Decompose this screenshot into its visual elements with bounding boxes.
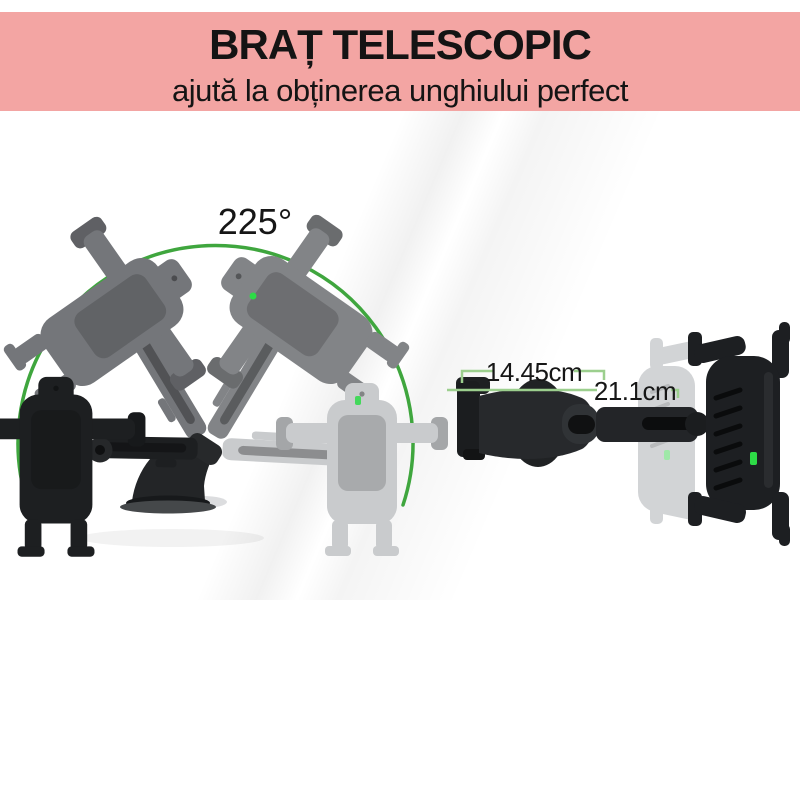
banner: BRAȚ TELESCOPIC ajută la obținerea unghi…	[0, 12, 800, 111]
clamp-base-top-view	[456, 377, 599, 467]
banner-subtitle: ajută la obținerea unghiului perfect	[172, 73, 628, 108]
cradle-black-top-view	[688, 322, 790, 546]
dimension-lines	[447, 369, 680, 398]
rotation-angle-label: 225°	[217, 201, 293, 242]
led-indicator	[249, 292, 257, 300]
rotation-arc-icon	[16, 243, 415, 507]
mount-position-ghost-right	[222, 383, 448, 556]
banner-title: BRAȚ TELESCOPIC	[209, 21, 592, 68]
led-indicator	[664, 450, 670, 460]
arm-length-label: 14.45cm	[485, 357, 583, 387]
rotation-figure	[0, 190, 448, 557]
mount-position-upper-right	[173, 190, 443, 460]
led-indicator	[355, 396, 361, 405]
led-indicator	[750, 452, 757, 465]
mount-position-black-left	[0, 376, 198, 557]
total-length-label: 21.1cm	[593, 376, 677, 406]
telescopic-arm-top-view	[596, 407, 709, 442]
extension-figure	[447, 322, 790, 546]
